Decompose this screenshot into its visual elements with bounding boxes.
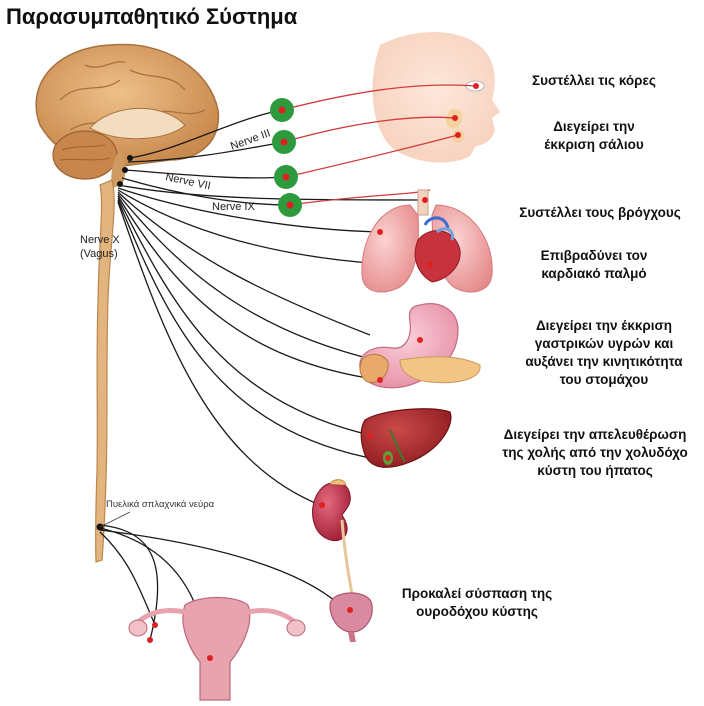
brain-illustration (35, 43, 220, 188)
lungs-heart-illustration (361, 189, 493, 293)
ganglia (270, 98, 302, 217)
stomach-illustration (359, 303, 481, 389)
nerve-fibers (99, 109, 421, 661)
spinal-cord (94, 179, 115, 563)
uterus-illustration (128, 596, 306, 701)
nerve-iii-label: Nerve III (229, 127, 272, 152)
target-dots (147, 83, 479, 661)
effect-liver: Διεγείρει την απελευθέρωση της χολής από… (502, 427, 688, 478)
effect-saliva: Διεγείρει την έκκριση σάλιου (544, 119, 644, 152)
effect-bronchi: Συστέλλει τους βρόγχους (519, 205, 681, 220)
nerve-x-label: Nerve X (80, 234, 120, 246)
pelvic-nerves-label: Πυελικά σπλαχνικά νεύρα (106, 499, 215, 510)
effect-stomach: Διεγείρει την έκκριση γαστρικών υγρών κα… (525, 318, 683, 387)
effect-pupils: Συστέλλει τις κόρες (532, 73, 656, 88)
effect-heart: Επιβραδύνει τον καρδιακό παλμό (540, 248, 648, 281)
effect-bladder: Προκαλεί σύσπαση της ουροδόχου κύστης (401, 586, 553, 619)
nerve-origin-dots (96, 155, 133, 531)
bladder-illustration (329, 592, 373, 642)
liver-illustration (360, 408, 452, 468)
page-title: Παρασυμπαθητικό Σύστημα (6, 4, 298, 29)
face-illustration (372, 32, 500, 163)
nerve-ix-label: Nerve IX (212, 201, 255, 213)
kidney-illustration (312, 479, 354, 596)
nerve-x-vagus-label: (Vagus) (80, 248, 118, 260)
